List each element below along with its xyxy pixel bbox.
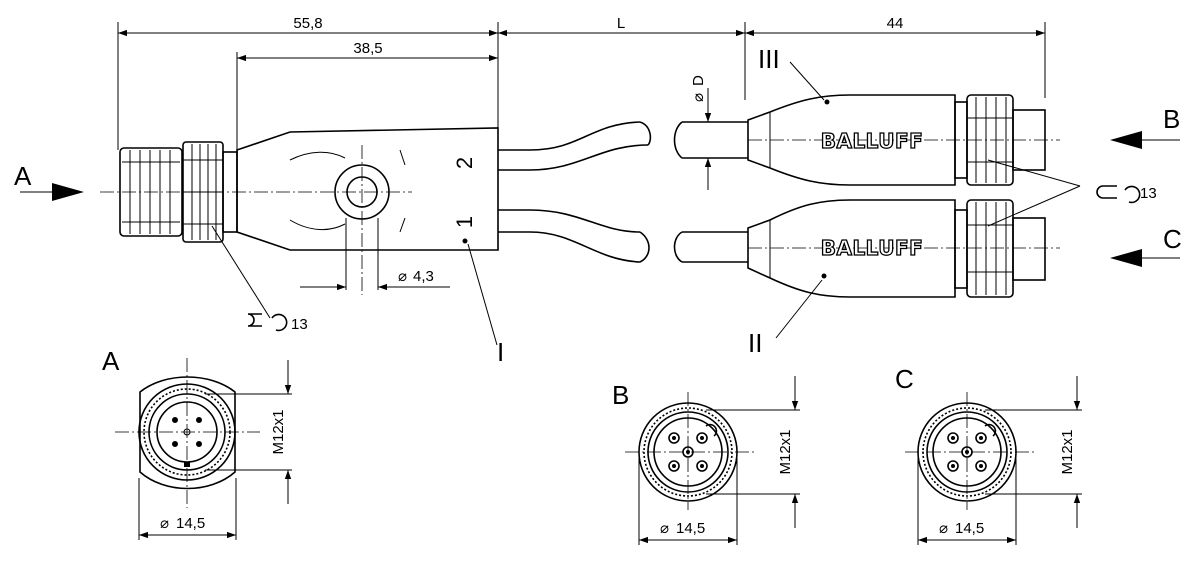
dim-thread-c: M12x1 (1059, 429, 1076, 474)
view-arrow-label-c: C (1163, 224, 1182, 254)
svg-text:⌀: ⌀ (398, 268, 407, 285)
svg-text:⌀: ⌀ (690, 93, 707, 102)
view-a: A M12x1 ⌀ 14,5 (102, 346, 292, 540)
splitter-body: 2 1 (236, 127, 499, 295)
dim-nut-diameter-b: 14,5 (676, 520, 705, 537)
view-c: C M12x1 ⌀ 14,5 (895, 364, 1082, 545)
part-label-connector-3: III (758, 44, 780, 74)
dim-wrench-size-bc: 13 (1140, 185, 1157, 202)
female-connector-ii: BALLUFF (747, 199, 1060, 298)
dim-hole-diameter: 4,3 (413, 268, 434, 285)
view-title-c: C (895, 364, 914, 394)
brand-logo-lower: BALLUFF (821, 236, 924, 260)
dim-thread-a: M12x1 (270, 409, 287, 454)
dim-total-length: 55,8 (293, 15, 322, 32)
cables: ⌀ D (498, 75, 748, 263)
view-title-a: A (102, 346, 120, 376)
dim-nut-diameter-a: 14,5 (176, 515, 205, 532)
male-connector-a (100, 141, 412, 243)
view-arrows: A B C (14, 104, 1182, 267)
brand-logo-upper: BALLUFF (821, 129, 924, 153)
wrench-symbol-a: 13 (211, 225, 308, 333)
port-number-1: 1 (452, 216, 477, 228)
dim-cable-diameter: D (690, 75, 707, 86)
dim-wrench-size-a: 13 (291, 316, 308, 333)
dim-thread-b: M12x1 (777, 429, 794, 474)
part-labels-connectors: III II (748, 44, 825, 358)
port-number-2: 2 (452, 157, 477, 169)
hole-dimension: ⌀ 4,3 (300, 218, 450, 291)
part-label-connector-2: II (748, 328, 762, 358)
part-label-splitter: I (497, 337, 504, 367)
wrench-symbol-bc: 13 (987, 159, 1157, 227)
dim-splitter-length: 38,5 (353, 40, 382, 57)
part-label-i: I (467, 243, 504, 367)
female-connector-iii: BALLUFF (747, 94, 1060, 186)
svg-text:⌀: ⌀ (939, 520, 948, 537)
top-dimensions: 55,8 L 44 38,5 (117, 15, 1046, 150)
view-title-b: B (612, 380, 629, 410)
view-arrow-label-a: A (14, 161, 32, 191)
view-b: B M12x1 ⌀ 14,5 (612, 376, 800, 545)
svg-text:⌀: ⌀ (160, 515, 169, 532)
svg-text:⌀: ⌀ (660, 520, 669, 537)
dim-nut-diameter-c: 14,5 (955, 520, 984, 537)
view-arrow-label-b: B (1163, 104, 1180, 134)
dim-cable-length: L (617, 15, 625, 32)
dim-connector-length: 44 (887, 15, 904, 32)
